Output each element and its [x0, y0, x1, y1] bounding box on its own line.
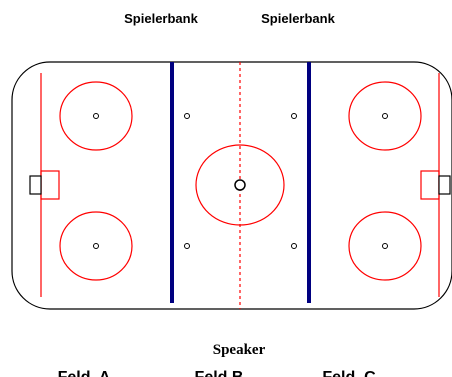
bench-label-right: Spielerbank — [261, 11, 335, 26]
faceoff-circle-top-left — [59, 81, 133, 151]
faceoff-spot-top-left — [93, 113, 99, 119]
field-label-a: Feld A — [58, 369, 111, 377]
field-label-b: Feld B — [195, 369, 244, 377]
neutral-spot-bottom-left — [184, 243, 190, 249]
faceoff-spot-bottom-right — [382, 243, 388, 249]
goal-left — [29, 175, 42, 195]
rink-boards — [11, 61, 452, 310]
faceoff-spot-top-right — [382, 113, 388, 119]
center-circle — [195, 144, 285, 226]
speaker-label: Speaker — [213, 342, 266, 358]
faceoff-circle-bottom-right — [348, 211, 422, 281]
faceoff-circle-top-right — [348, 81, 422, 151]
neutral-spot-bottom-right — [291, 243, 297, 249]
center-faceoff-spot — [234, 179, 246, 191]
neutral-spot-top-right — [291, 113, 297, 119]
field-label-c: Feld C — [322, 369, 376, 377]
goal-right — [438, 175, 451, 195]
faceoff-circle-bottom-left — [59, 211, 133, 281]
bench-label-left: Spielerbank — [124, 11, 198, 26]
faceoff-spot-bottom-left — [93, 243, 99, 249]
neutral-spot-top-left — [184, 113, 190, 119]
